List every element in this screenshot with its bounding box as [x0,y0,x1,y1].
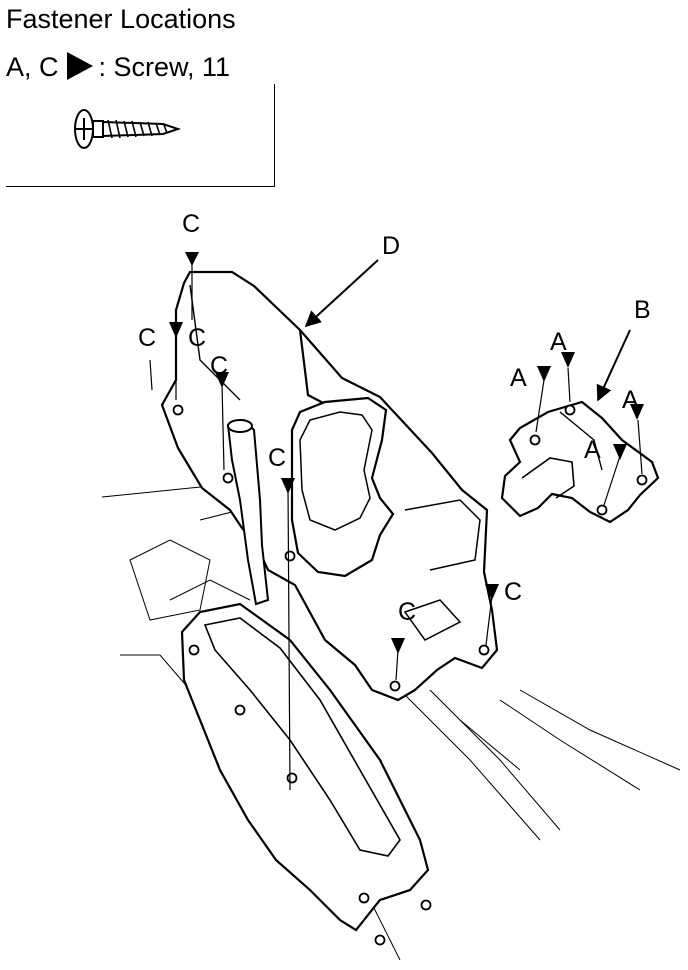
callout-d: D [382,232,401,260]
screw-hole [234,704,246,716]
fastener-arrows [169,252,644,654]
callout-arrow-b [596,329,631,402]
callout-a: A [550,328,567,356]
legend-codes: A, C [6,52,59,82]
screw-hole [374,934,386,946]
fastener-arrow-icon [169,322,183,338]
fastener-arrow-icon [613,444,627,460]
screw-hole [478,644,490,656]
lower-dash-panel [180,602,430,932]
screw-icon [74,109,182,149]
diagram-title: Fastener Locations [6,4,236,34]
callout-c: C [504,578,523,606]
pivot-post [226,418,270,606]
screw-hole [172,404,184,416]
screw-hole [389,680,401,692]
callout-c: C [138,324,157,352]
fastener-leaders [149,262,643,791]
fastener-arrow-icon [215,372,229,388]
screw-hole [529,434,541,446]
screw-hole [286,772,298,784]
mounting-bracket-b [500,400,660,524]
screw-hole [420,899,432,911]
callout-a: A [510,364,527,392]
callout-c: C [210,352,229,380]
fastener-arrow-icon [537,366,551,382]
triangle-marker-icon [66,52,93,80]
legend-description: : Screw, 11 [98,52,231,82]
callout-a: A [584,436,601,464]
callout-arrow-d [304,259,379,328]
screw-hole [358,892,370,904]
callout-c: C [398,598,417,626]
screw-hole [284,550,296,562]
callout-a: A [622,386,639,414]
glove-box-frame-d [160,270,499,702]
legend-box [6,84,275,187]
callout-c: C [182,210,201,238]
screw-hole [188,644,200,656]
part-callout-arrows [304,259,631,402]
screw-hole [222,472,234,484]
callout-c: C [268,444,287,472]
fastener-arrow-icon [391,638,405,654]
fastener-arrow-icon [281,478,295,494]
fastener-arrow-icon [561,352,575,368]
screw-hole [636,474,648,486]
callout-b: B [634,296,651,324]
fastener-arrow-icon [630,404,644,420]
callout-c: C [188,324,207,352]
fastener-arrow-icon [485,584,499,600]
screw-hole [564,404,576,416]
fastener-arrow-icon [185,252,199,266]
screw-hole [596,504,608,516]
fastener-legend: A, C : Screw, 11 [6,52,230,83]
